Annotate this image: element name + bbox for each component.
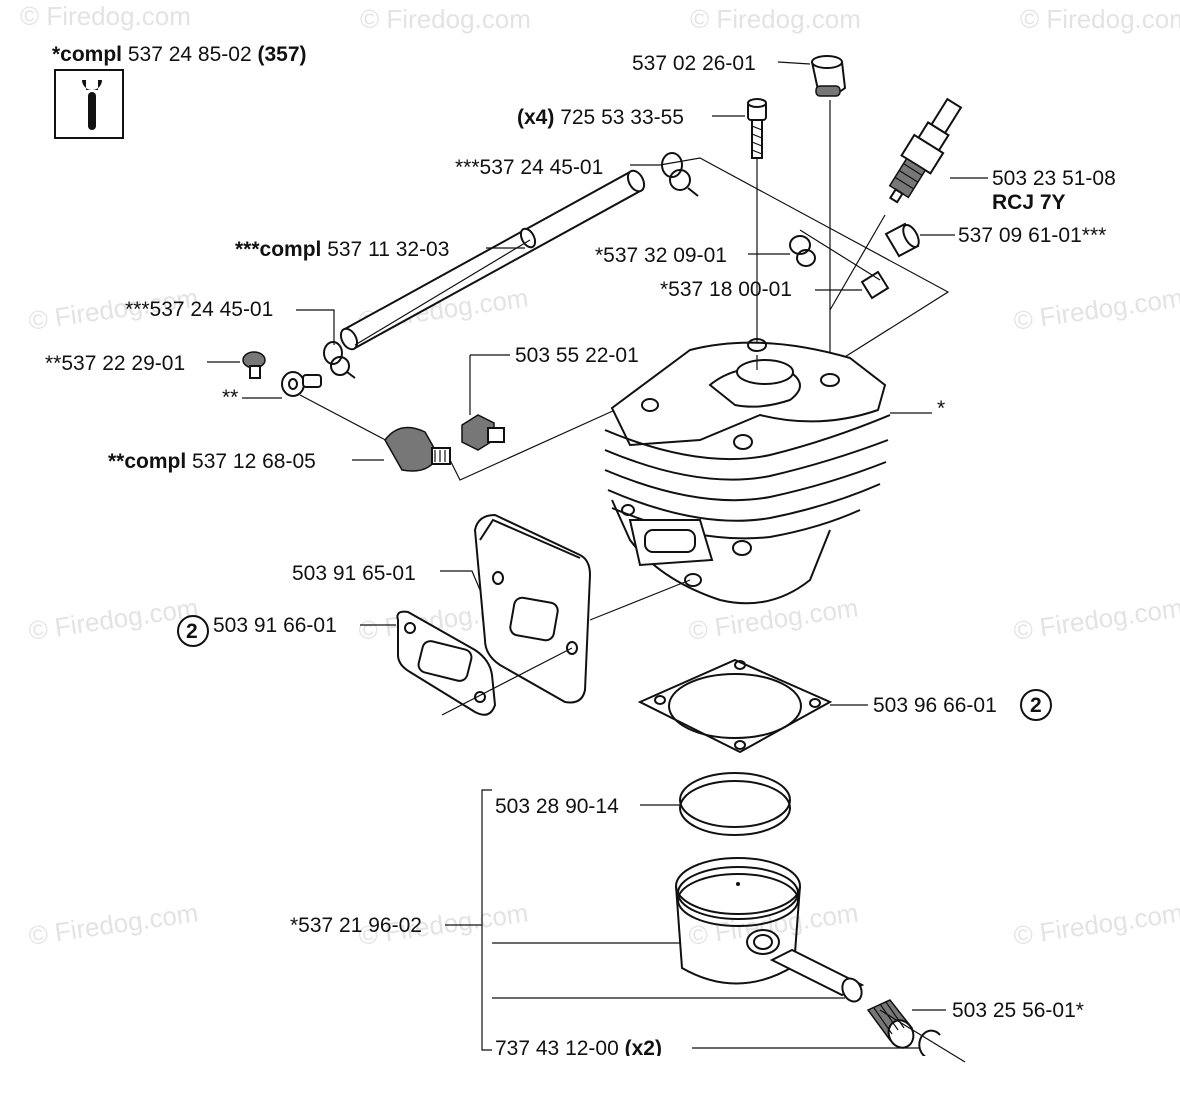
connector-part: [884, 222, 920, 258]
sleeve-part: [860, 270, 890, 300]
nipple-label: **537 22 29-01: [45, 352, 185, 375]
bottom-mask: [480, 1056, 940, 1096]
exhaust-gasket-badge: [177, 615, 209, 647]
leader-line: [799, 229, 881, 281]
exhaust-gasket-label: 503 91 66-01: [213, 614, 337, 637]
piston-kit-label: *537 21 96-02: [290, 914, 422, 937]
leader-line: [354, 239, 531, 346]
watermark: © Firedog.com: [360, 4, 531, 34]
cap-label: 537 02 26-01: [632, 52, 756, 75]
valve-part: [384, 426, 451, 472]
base-gasket-part: [637, 658, 833, 754]
hose-part: [339, 169, 646, 351]
hose-label: ***compl 537 11 32-03: [235, 238, 449, 261]
watermark: © Firedog.com: [27, 592, 200, 645]
watermark: © Firedog.com: [27, 897, 200, 950]
cylinder-part: [604, 338, 891, 605]
watermark: © Firedog.com: [1020, 4, 1180, 34]
spark-plug-label: 503 23 51-08: [992, 167, 1116, 190]
cap-part: [810, 55, 847, 97]
sleeve-label: *537 18 00-01: [660, 278, 792, 301]
screw-part: [747, 98, 767, 159]
leader-line: [879, 1009, 966, 1063]
exhaust-gasket-badge-text: 2: [186, 620, 198, 643]
insulator-part: [473, 513, 592, 704]
leader-line: [299, 394, 396, 446]
bearing-label: 503 25 56-01*: [952, 999, 1084, 1022]
asterisk2-label: **: [222, 386, 238, 409]
leader-line: [589, 579, 691, 621]
base-gasket-label: 503 96 66-01: [873, 694, 997, 717]
insulator-label: 503 91 65-01: [292, 562, 416, 585]
washer-part: [281, 371, 322, 397]
watermark: © Firedog.com: [690, 4, 861, 34]
leader-line: [829, 214, 886, 311]
plug-label: 503 55 22-01: [515, 344, 639, 367]
connector-label: 537 09 61-01***: [958, 224, 1106, 247]
bearing-part: [866, 999, 915, 1049]
clamp-lower-part: [323, 341, 356, 379]
piston-kit-bracket: [481, 789, 492, 1051]
kit-header: *compl 537 24 85-02 (357): [52, 43, 307, 139]
spark-plug-part: [888, 97, 963, 204]
piston-pin-part: [769, 948, 865, 1003]
leader-line: [449, 409, 616, 481]
ring-label: 503 28 90-14: [495, 795, 619, 818]
leader-line: [296, 309, 335, 345]
clip-label: *537 32 09-01: [595, 244, 727, 267]
leader-line: [440, 570, 481, 591]
leader-line: [441, 647, 573, 716]
clamp-top-label: ***537 24 45-01: [455, 156, 603, 179]
piston-part: [675, 857, 801, 985]
wrench-icon: [82, 80, 102, 130]
spark-plug-type: RCJ 7Y: [992, 191, 1066, 214]
nipple-part: [242, 351, 266, 379]
leader-line: [777, 61, 811, 65]
leader-line: [659, 157, 950, 361]
valve-label: **compl 537 12 68-05: [108, 450, 316, 473]
exhaust-gasket-part: [396, 610, 497, 716]
watermark: © Firedog.com: [20, 1, 191, 31]
clamp-lower-label: ***537 24 45-01: [125, 298, 273, 321]
watermark: © Firedog.com: [1012, 282, 1180, 335]
ring-part: [679, 772, 791, 836]
circlip-label: 737 43 12-00 (x2): [495, 1037, 662, 1060]
cylinder-label: *: [937, 397, 945, 420]
plug-part: [461, 414, 505, 451]
base-gasket-badge: [1020, 689, 1052, 721]
watermark: © Firedog.com: [1012, 592, 1180, 645]
clip-part: [789, 235, 816, 267]
base-gasket-badge-text: 2: [1030, 694, 1042, 717]
watermark: © Firedog.com: [1012, 897, 1180, 950]
kit-label: *compl 537 24 85-02 (357): [52, 43, 307, 66]
screw-label: (x4) 725 53 33-55: [517, 106, 684, 129]
